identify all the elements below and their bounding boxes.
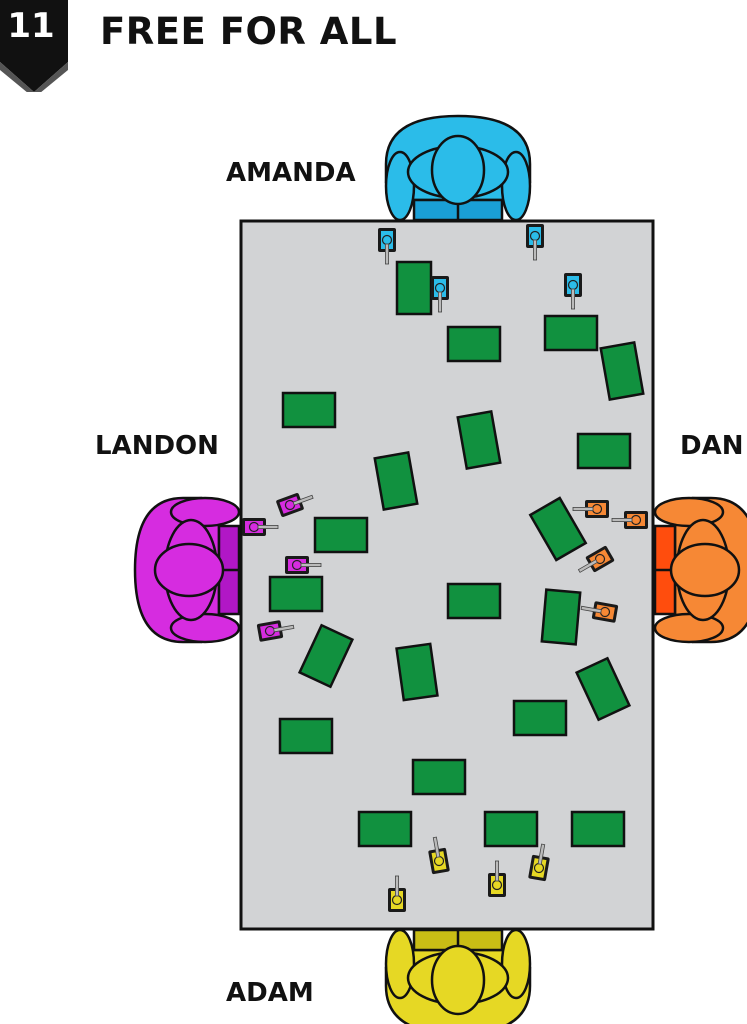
tanks xyxy=(242,224,648,912)
chair-landon xyxy=(133,496,241,644)
obstacle-block xyxy=(373,450,419,512)
obstacle-block xyxy=(456,409,502,471)
obstacle-block xyxy=(281,391,337,429)
tank-amanda xyxy=(564,273,582,310)
tank-amanda xyxy=(378,228,396,265)
player-label-amanda: AMANDA xyxy=(226,158,356,188)
obstacle-block xyxy=(395,642,439,702)
obstacle-block xyxy=(576,432,632,470)
obstacle-block xyxy=(278,717,334,755)
player-head-adam xyxy=(430,944,486,1016)
obstacle-block xyxy=(574,656,632,722)
player-head-amanda xyxy=(430,134,486,206)
tank-dan xyxy=(611,511,648,529)
tank-dan xyxy=(580,601,619,623)
obstacle-block xyxy=(297,623,355,689)
obstacle-block xyxy=(446,582,502,620)
obstacle-block xyxy=(512,699,568,737)
tank-dan xyxy=(577,545,615,573)
tank-landon xyxy=(276,493,314,517)
player-label-adam: ADAM xyxy=(226,978,314,1008)
obstacle-block xyxy=(543,314,599,352)
tank-landon xyxy=(285,556,322,574)
chairs xyxy=(133,114,747,1024)
obstacle-block xyxy=(483,810,539,848)
tank-dan xyxy=(572,500,609,518)
obstacle-block xyxy=(268,575,324,613)
chair-adam xyxy=(384,928,532,1024)
scenario-title: FREE FOR ALL xyxy=(100,10,398,53)
obstacle-block xyxy=(357,810,413,848)
obstacle-block xyxy=(395,260,433,316)
chair-dan xyxy=(653,496,747,644)
obstacle-block xyxy=(599,340,645,402)
obstacles xyxy=(268,260,645,848)
scenario-number: 11 xyxy=(7,6,55,46)
obstacle-block xyxy=(446,325,502,363)
player-label-landon: LANDON xyxy=(95,431,219,461)
obstacle-block xyxy=(540,588,582,646)
scenario-badge xyxy=(0,0,68,92)
tank-adam xyxy=(388,875,406,912)
tank-adam xyxy=(428,836,450,875)
player-head-dan xyxy=(669,542,741,598)
player-head-landon xyxy=(153,542,225,598)
obstacle-block xyxy=(411,758,467,796)
chair-amanda xyxy=(384,114,532,222)
tank-amanda xyxy=(431,276,449,313)
obstacle-block xyxy=(570,810,626,848)
player-label-dan: DAN xyxy=(680,431,744,461)
tank-adam xyxy=(488,860,506,897)
tank-landon xyxy=(256,620,295,642)
obstacle-block xyxy=(313,516,369,554)
tank-adam xyxy=(528,843,550,882)
obstacle-block xyxy=(528,496,588,562)
tank-amanda xyxy=(526,224,544,261)
tank-landon xyxy=(242,518,279,536)
